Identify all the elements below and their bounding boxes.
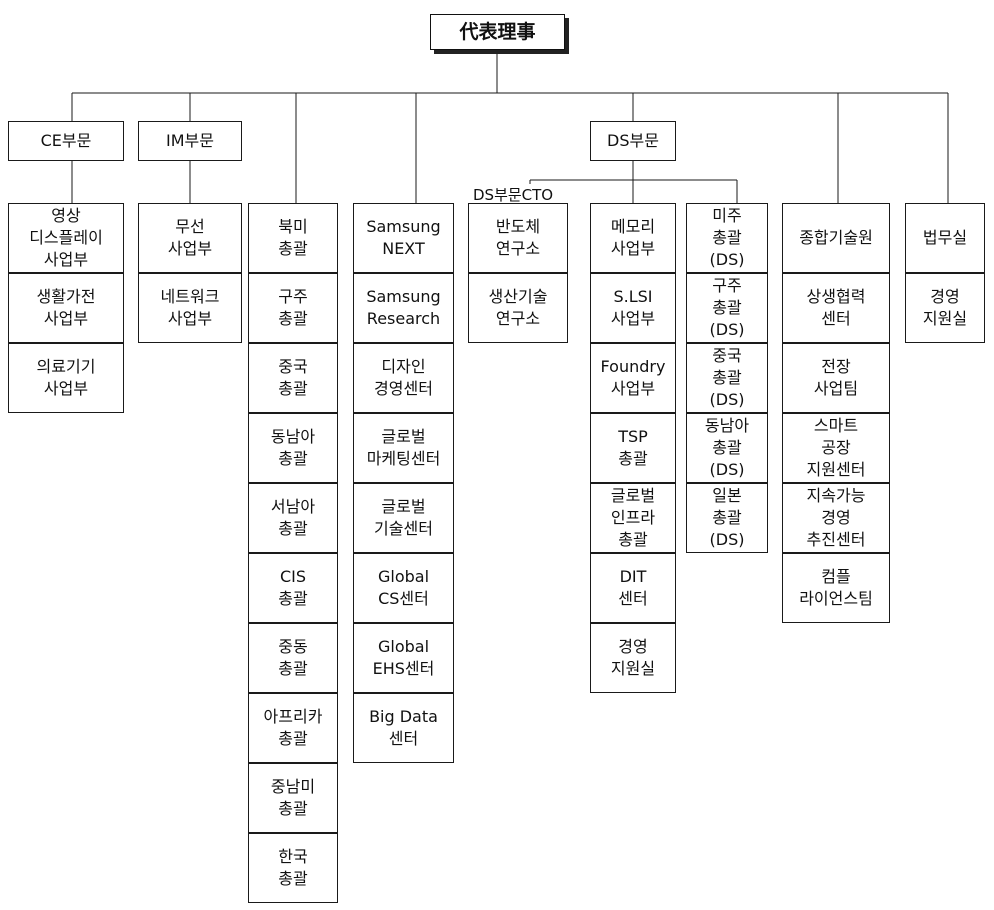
sait-unit: 종합기술원 xyxy=(782,203,890,273)
ds-business-unit: 글로벌 인프라 총괄 xyxy=(590,483,676,553)
research-center: Global EHS센터 xyxy=(353,623,454,693)
sait-unit: 전장 사업팀 xyxy=(782,343,890,413)
research-center: Global CS센터 xyxy=(353,553,454,623)
ds-cto-label: DS부문CTO xyxy=(473,184,554,205)
ds-business-unit: Foundry 사업부 xyxy=(590,343,676,413)
ds-regional-hq: 일본 총괄 (DS) xyxy=(686,483,768,553)
ds-regional-hq: 동남아 총괄 (DS) xyxy=(686,413,768,483)
sait-unit: 스마트 공장 지원센터 xyxy=(782,413,890,483)
division-ce: CE부문 xyxy=(8,121,124,161)
regional-hq: 북미 총괄 xyxy=(248,203,338,273)
sait-unit: 지속가능 경영 추진센터 xyxy=(782,483,890,553)
research-center: 글로벌 마케팅센터 xyxy=(353,413,454,483)
ds-business-unit: S.LSI 사업부 xyxy=(590,273,676,343)
ds-cto-unit: 반도체 연구소 xyxy=(468,203,568,273)
ce-unit: 영상 디스플레이 사업부 xyxy=(8,203,124,273)
regional-hq: 서남아 총괄 xyxy=(248,483,338,553)
research-center: 글로벌 기술센터 xyxy=(353,483,454,553)
ce-unit: 의료기기 사업부 xyxy=(8,343,124,413)
research-center: Big Data 센터 xyxy=(353,693,454,763)
ds-regional-hq: 미주 총괄 (DS) xyxy=(686,203,768,273)
ce-unit: 생활가전 사업부 xyxy=(8,273,124,343)
ds-business-unit: DIT 센터 xyxy=(590,553,676,623)
regional-hq: 한국 총괄 xyxy=(248,833,338,903)
ds-business-unit: TSP 총괄 xyxy=(590,413,676,483)
ds-regional-hq: 구주 총괄 (DS) xyxy=(686,273,768,343)
regional-hq: 중남미 총괄 xyxy=(248,763,338,833)
ds-business-unit: 경영 지원실 xyxy=(590,623,676,693)
legal-unit: 경영 지원실 xyxy=(905,273,985,343)
regional-hq: CIS 총괄 xyxy=(248,553,338,623)
regional-hq: 아프리카 총괄 xyxy=(248,693,338,763)
im-unit: 무선 사업부 xyxy=(138,203,242,273)
sait-unit: 상생협력 센터 xyxy=(782,273,890,343)
regional-hq: 구주 총괄 xyxy=(248,273,338,343)
regional-hq: 중국 총괄 xyxy=(248,343,338,413)
research-center: Samsung NEXT xyxy=(353,203,454,273)
legal-unit: 법무실 xyxy=(905,203,985,273)
regional-hq: 중동 총괄 xyxy=(248,623,338,693)
im-unit: 네트워크 사업부 xyxy=(138,273,242,343)
sait-unit: 컴플 라이언스팀 xyxy=(782,553,890,623)
research-center: Samsung Research xyxy=(353,273,454,343)
regional-hq: 동남아 총괄 xyxy=(248,413,338,483)
division-im: IM부문 xyxy=(138,121,242,161)
ds-regional-hq: 중국 총괄 (DS) xyxy=(686,343,768,413)
research-center: 디자인 경영센터 xyxy=(353,343,454,413)
ds-cto-unit: 생산기술 연구소 xyxy=(468,273,568,343)
ds-business-unit: 메모리 사업부 xyxy=(590,203,676,273)
root-ceo: 代表理事 xyxy=(430,14,565,50)
division-ds: DS부문 xyxy=(590,121,676,161)
